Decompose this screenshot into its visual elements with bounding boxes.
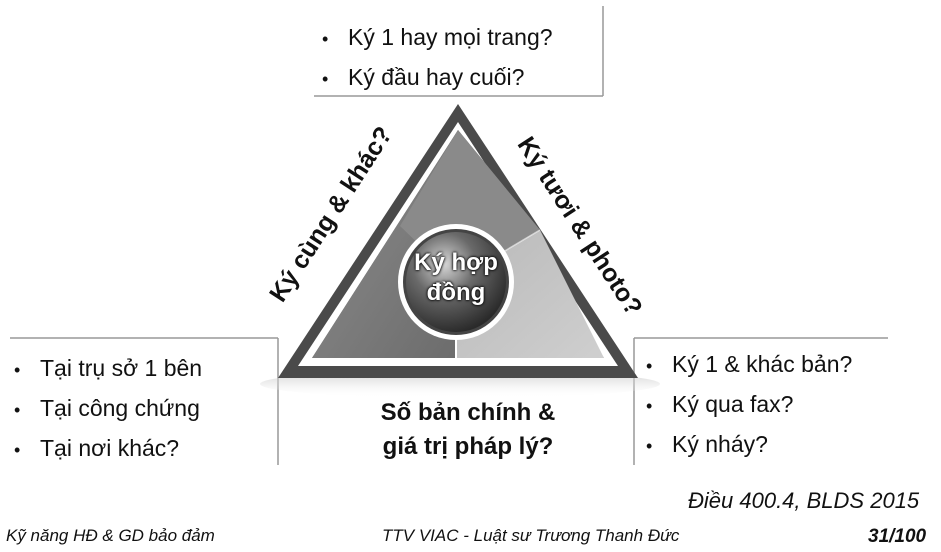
center-label: Ký hợp đồng	[414, 249, 498, 306]
top-item-1: •Ký 1 hay mọi trang?	[322, 24, 553, 50]
right-box: •Ký 1 & khác bản? •Ký qua fax? •Ký nháy?	[646, 345, 852, 465]
right-item-2: •Ký qua fax?	[646, 390, 794, 417]
bottom-label: Số bản chính & giá trị pháp lý?	[352, 396, 584, 464]
center-ball	[406, 232, 506, 332]
top-box: •Ký 1 hay mọi trang? •Ký đầu hay cuối?	[322, 18, 553, 98]
bottom-label-line-1: Số bản chính &	[380, 399, 556, 426]
page-number: 31/100	[868, 526, 927, 547]
left-item-1: •Tại trụ sở 1 bên	[14, 355, 203, 381]
top-item-2: •Ký đầu hay cuối?	[322, 63, 525, 90]
left-box: •Tại trụ sở 1 bên •Tại công chứng •Tại n…	[14, 349, 202, 469]
reference-text: Điều 400.4, BLDS 2015	[688, 488, 920, 513]
left-item-2: •Tại công chứng	[14, 394, 200, 421]
footer-course: Kỹ năng HĐ & GD bảo đảm	[6, 526, 215, 545]
bottom-label-line-2: giá trị pháp lý?	[382, 433, 554, 460]
right-item-3: •Ký nháy?	[646, 430, 768, 457]
right-item-1: •Ký 1 & khác bản?	[646, 351, 853, 377]
left-item-3: •Tại nơi khác?	[14, 434, 180, 461]
footer-author: TTV VIAC - Luật sư Trương Thanh Đức	[382, 526, 680, 545]
